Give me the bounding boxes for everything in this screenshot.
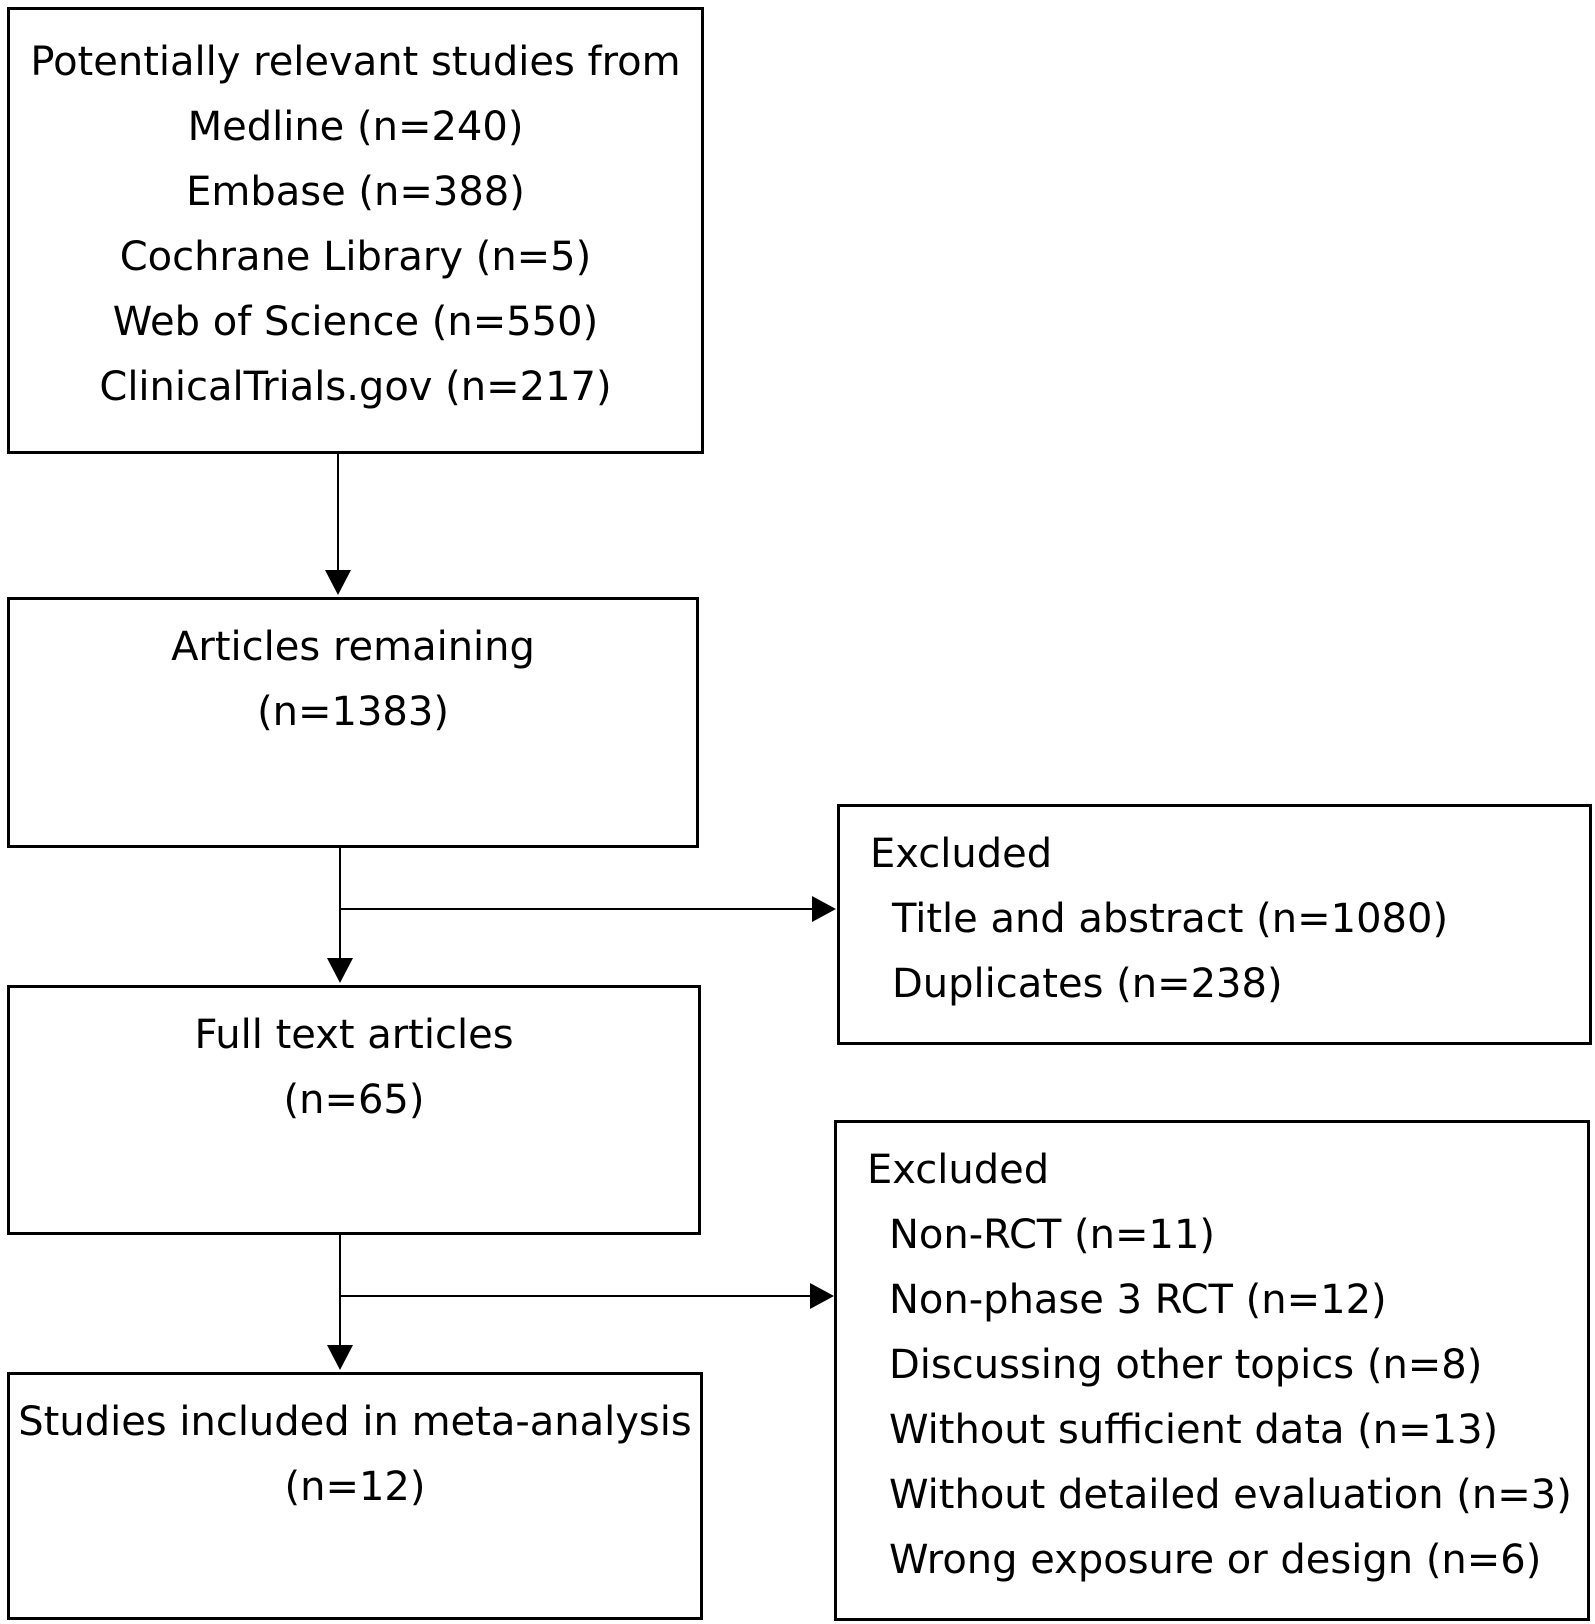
excluded-screening-box: Excluded Title and abstract (n=1080) Dup… — [837, 804, 1592, 1045]
arrowhead-remaining — [325, 570, 351, 595]
excluded-non-phase3: Non-phase 3 RCT (n=12) — [889, 1277, 1387, 1323]
identification-heading: Potentially relevant studies from — [30, 39, 681, 85]
excluded-full-text-heading: Excluded — [867, 1147, 1050, 1193]
excluded-other-topics: Discussing other topics (n=8) — [889, 1342, 1483, 1388]
excluded-non-rct: Non-RCT (n=11) — [889, 1212, 1216, 1258]
full-text-title: Full text articles — [194, 1012, 514, 1058]
included-box: Studies included in meta-analysis (n=12) — [7, 1372, 703, 1620]
excluded-full-text-box: Excluded Non-RCT (n=11) Non-phase 3 RCT … — [834, 1120, 1590, 1621]
arrowhead-excluded-full-text — [810, 1283, 834, 1309]
remaining-box: Articles remaining (n=1383) — [7, 597, 699, 848]
full-text-count: (n=65) — [283, 1077, 425, 1123]
excluded-screening-heading: Excluded — [870, 831, 1053, 877]
source-clinicaltrials: ClinicalTrials.gov (n=217) — [99, 364, 612, 410]
identification-box: Potentially relevant studies from Medlin… — [7, 7, 704, 454]
source-web-of-science: Web of Science (n=550) — [112, 299, 599, 345]
excluded-wrong-exposure: Wrong exposure or design (n=6) — [889, 1537, 1542, 1583]
included-count: (n=12) — [284, 1464, 426, 1510]
arrowhead-included — [327, 1345, 353, 1370]
excluded-title-abstract: Title and abstract (n=1080) — [892, 896, 1449, 942]
excluded-duplicates: Duplicates (n=238) — [892, 961, 1283, 1007]
arrowhead-full-text — [327, 958, 353, 983]
remaining-title: Articles remaining — [171, 624, 535, 670]
source-medline: Medline (n=240) — [187, 104, 524, 150]
included-title: Studies included in meta-analysis — [18, 1399, 692, 1445]
source-embase: Embase (n=388) — [186, 169, 525, 215]
remaining-count: (n=1383) — [257, 689, 449, 735]
arrowhead-excluded-screening — [812, 896, 836, 922]
excluded-no-evaluation: Without detailed evaluation (n=3) — [889, 1472, 1572, 1518]
source-cochrane: Cochrane Library (n=5) — [119, 234, 592, 280]
full-text-box: Full text articles (n=65) — [7, 985, 701, 1235]
excluded-insufficient-data: Without sufficient data (n=13) — [889, 1407, 1499, 1453]
